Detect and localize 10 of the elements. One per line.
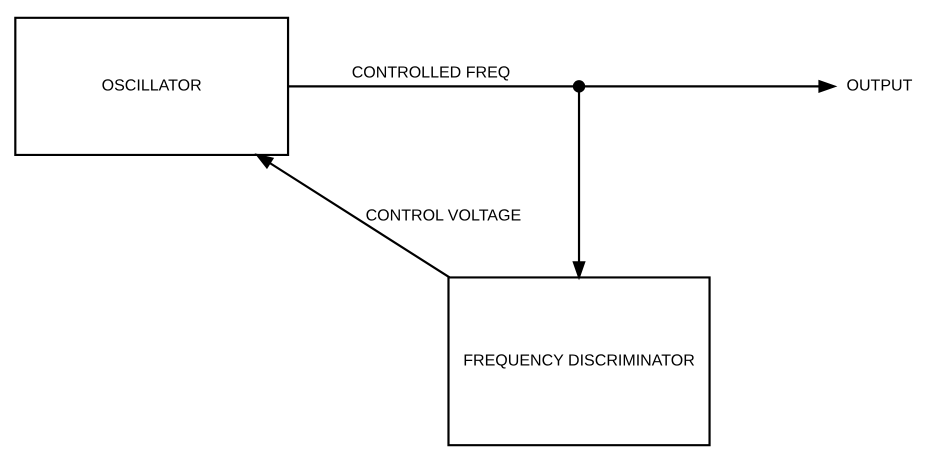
node-box: FREQUENCY DISCRIMINATOR [446, 276, 710, 446]
edge-label: CONTROL VOLTAGE [365, 206, 521, 224]
arrow [572, 91, 586, 280]
node-text: OUTPUT [846, 76, 912, 94]
node-circle [572, 80, 585, 92]
arrow [254, 152, 450, 278]
edge-label: CONTROLLED FREQ [351, 62, 510, 81]
arrow [584, 79, 837, 93]
node-box: OSCILLATOR [14, 16, 289, 156]
connector [288, 84, 574, 87]
